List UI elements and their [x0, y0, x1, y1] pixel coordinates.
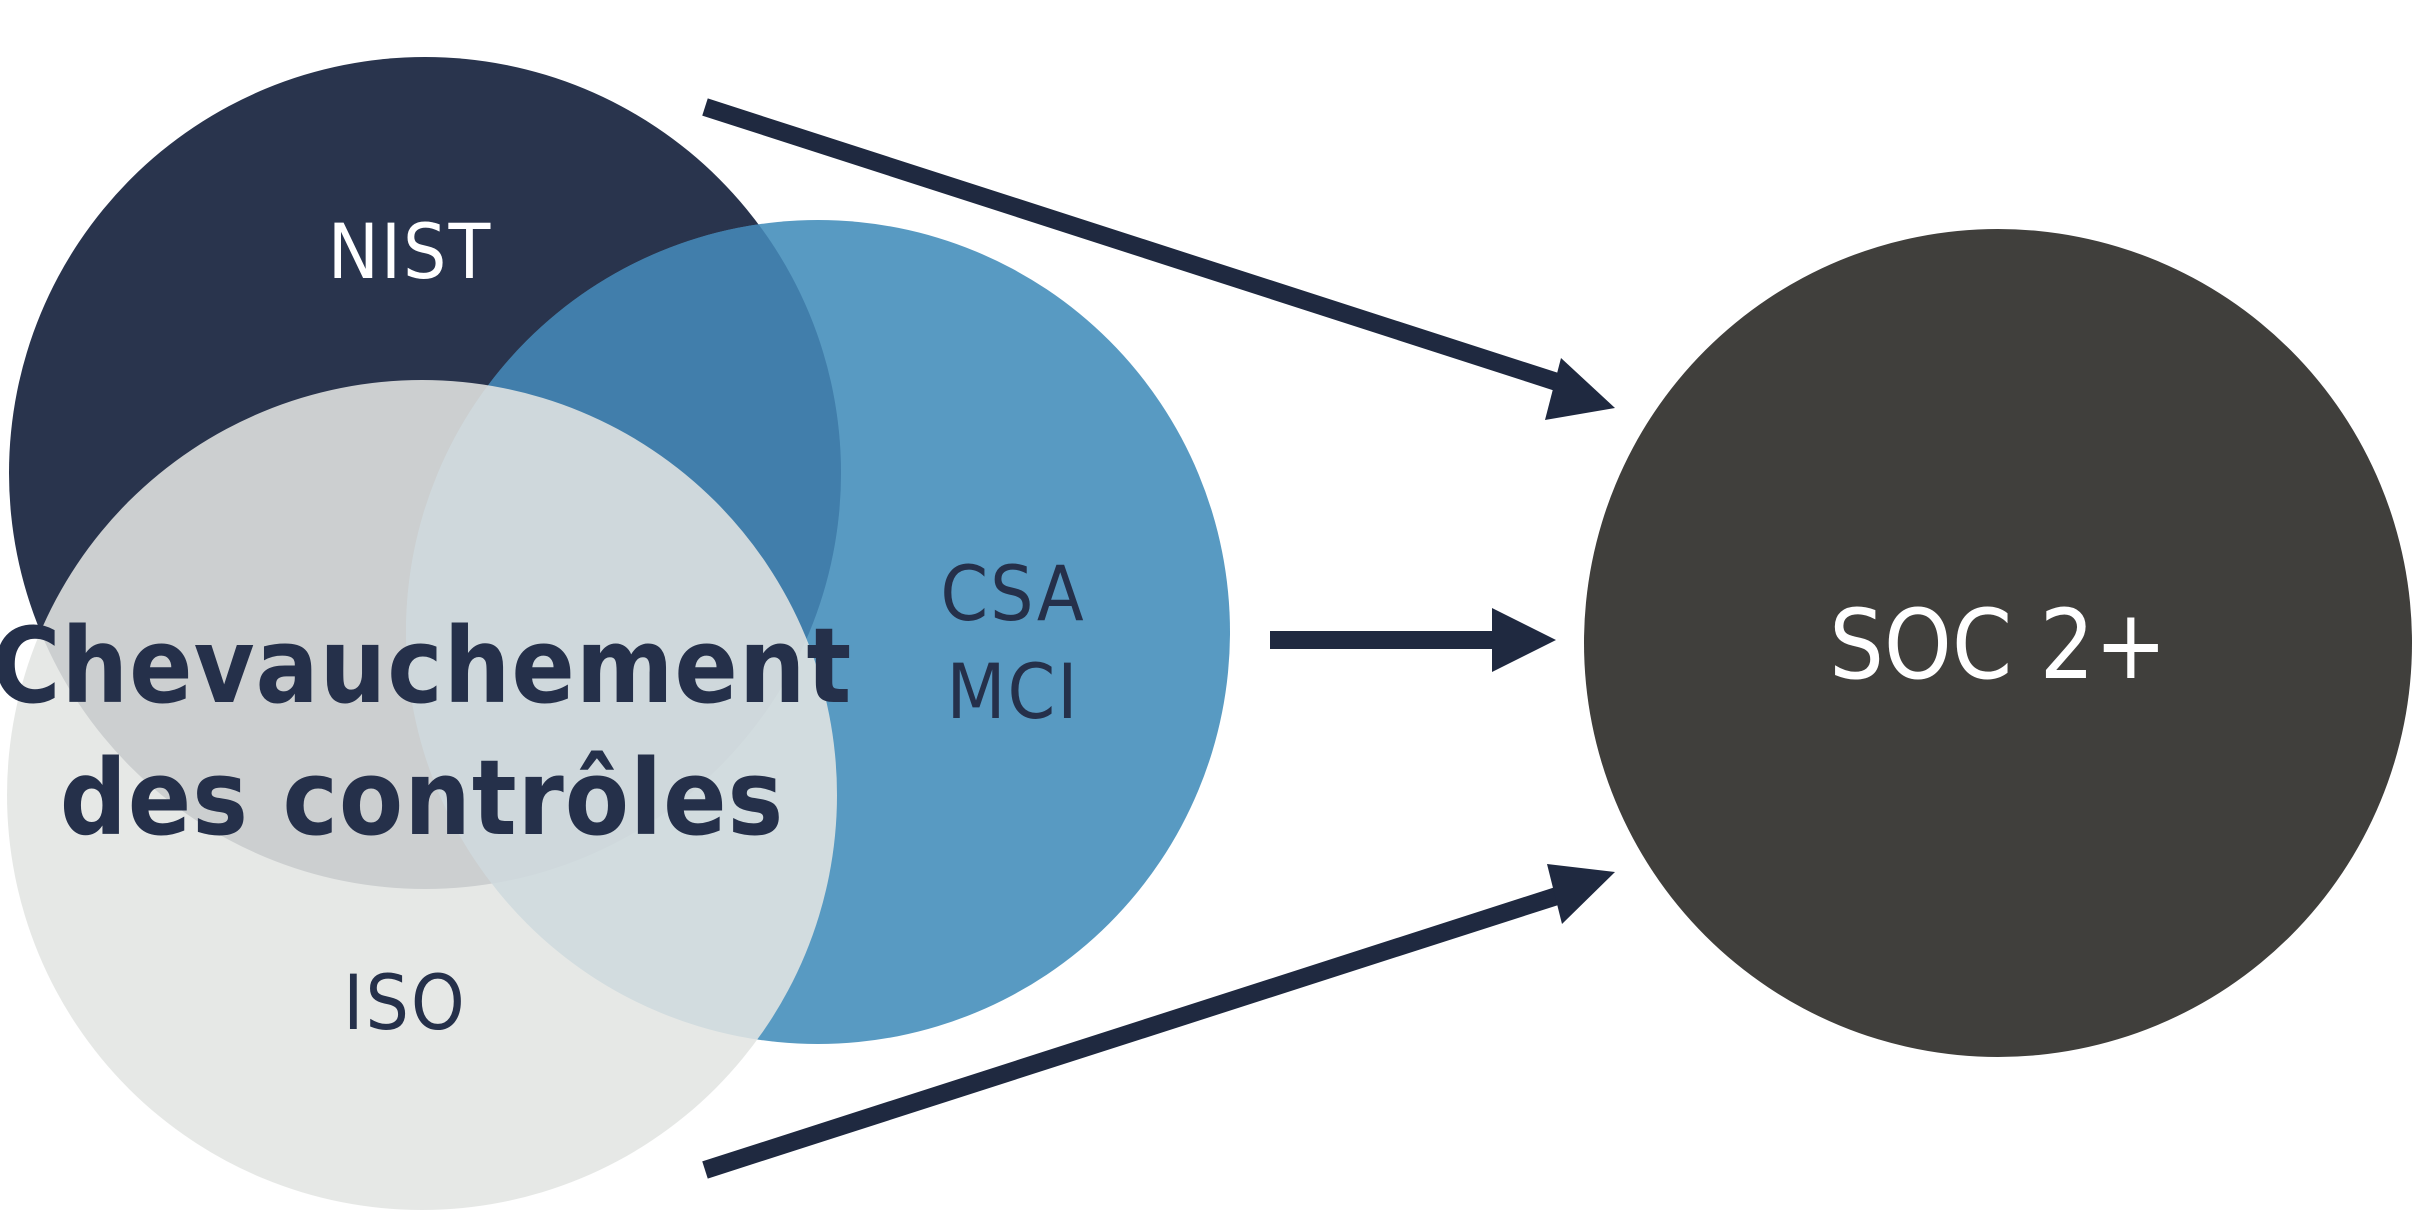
soc-label: SOC 2+ — [1829, 589, 2167, 701]
mci-label: MCI — [947, 647, 1080, 736]
overlap-title-line2: des contrôles — [60, 737, 785, 859]
overlap-title-line1: Chevauchement — [0, 605, 852, 727]
iso-label: ISO — [343, 958, 466, 1047]
soc-circle — [1584, 229, 2412, 1057]
arrow-bottom — [702, 864, 1615, 1179]
nist-label: NIST — [328, 207, 492, 296]
arrow-middle — [1270, 608, 1556, 672]
iso-circle — [7, 380, 837, 1210]
csa-label: CSA — [940, 549, 1085, 638]
arrow-top — [702, 98, 1615, 420]
